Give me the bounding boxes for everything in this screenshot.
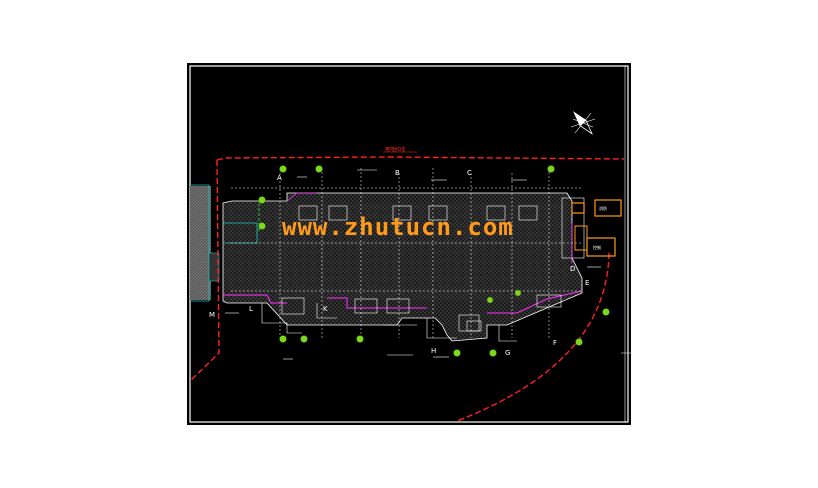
grid-label-d: D [570,265,575,273]
watermark-text: www.zhutucn.com [282,213,514,241]
orange-box-1 [594,199,622,217]
grid-label-h: H [431,347,436,355]
adjacent-building [190,186,211,300]
orange-box-1-label: 消防 [599,205,607,211]
grid-label-g: G [505,349,510,357]
cad-drawing: 用地红线 [189,65,631,423]
green-markers [258,165,610,357]
grid-lines [231,168,582,338]
annotation-marks [225,169,601,360]
floor-grid-cells [227,203,567,301]
orange-box-a [571,202,585,214]
grid-label-k: K [323,305,328,313]
cad-sheet: 用地红线 [187,63,631,425]
site-boundary-top [216,156,625,161]
north-arrow-icon [570,111,596,135]
rooms [281,205,562,332]
grid-label-f: F [553,339,557,347]
grid-label-b: B [395,169,400,177]
grid-label-e: E [585,279,589,287]
grid-label-a: A [277,174,282,182]
grid-label-c: C [467,169,472,177]
orange-box-2 [586,237,616,257]
entrance-block [208,252,220,282]
boundary-label: 用地红线 [385,146,405,153]
grid-label-l: L [249,305,253,313]
orange-box-2-label: 控制 [593,244,601,250]
grid-label-m: M [209,311,215,319]
site-boundary-left [189,159,220,382]
site-boundary-curve [456,252,610,422]
